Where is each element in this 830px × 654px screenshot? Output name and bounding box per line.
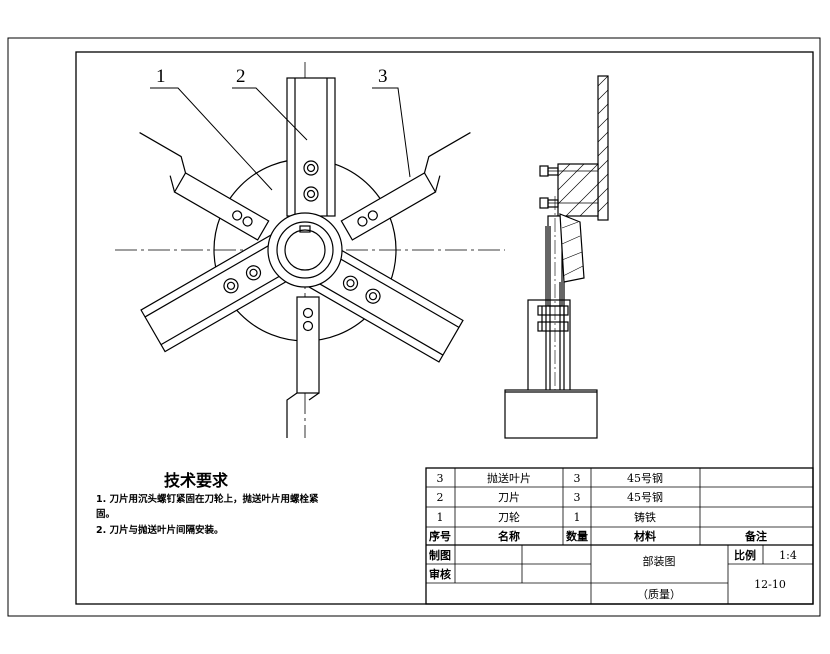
header-material: 材料 <box>634 529 656 543</box>
keyway <box>299 225 311 233</box>
vane-upper-right <box>340 132 471 241</box>
checked-by-label: 审核 <box>429 567 451 581</box>
callouts <box>150 87 411 191</box>
hub-ring <box>276 221 334 279</box>
shaft-bore <box>284 229 326 271</box>
outer-frame <box>7 37 821 617</box>
side-view <box>504 75 609 439</box>
callout-1: 1 <box>156 66 166 87</box>
mass-label: （质量） <box>637 588 681 601</box>
callout-3: 3 <box>378 66 388 87</box>
drawn-by-label: 制图 <box>429 548 451 562</box>
callout-2: 2 <box>236 66 246 87</box>
blade-top <box>286 77 336 217</box>
part-row-2-material: 45号钢 <box>627 491 663 504</box>
part-row-1-index: 3 <box>437 472 444 485</box>
part-row-2-name: 刀片 <box>498 491 520 504</box>
header-qty: 数量 <box>566 529 588 543</box>
header-name: 名称 <box>498 529 520 543</box>
part-row-3-qty: 1 <box>574 511 581 524</box>
vane-upper-left <box>139 132 270 241</box>
part-row-1-material: 45号钢 <box>627 472 663 485</box>
scale-label: 比例 <box>734 548 756 562</box>
part-row-1-name: 抛送叶片 <box>487 471 531 485</box>
part-row-2-index: 2 <box>437 491 444 504</box>
title-block-lines <box>425 467 814 605</box>
part-row-3-index: 1 <box>437 511 444 524</box>
drawing-number: 12-10 <box>754 578 786 591</box>
vane-bottom <box>286 296 320 438</box>
part-row-3-name: 刀轮 <box>498 510 520 524</box>
requirement-line-3: 2. 刀片与抛送叶片间隔安装。 <box>96 524 224 536</box>
part-row-1-qty: 3 <box>574 472 581 485</box>
part-row-3-material: 铸铁 <box>634 510 656 524</box>
hub-outer <box>267 212 343 288</box>
scale-value: 1:4 <box>779 549 797 562</box>
header-remark: 备注 <box>744 529 767 543</box>
requirement-line-2: 固。 <box>96 509 115 520</box>
drawing-name: 部装图 <box>643 554 676 568</box>
part-row-2-qty: 3 <box>574 491 581 504</box>
requirement-line-1: 1. 刀片用沉头螺钉紧固在刀轮上，抛送叶片用螺栓紧 <box>96 493 319 505</box>
header-index: 序号 <box>429 529 451 543</box>
front-view <box>115 62 505 438</box>
requirements-title: 技术要求 <box>164 471 229 490</box>
